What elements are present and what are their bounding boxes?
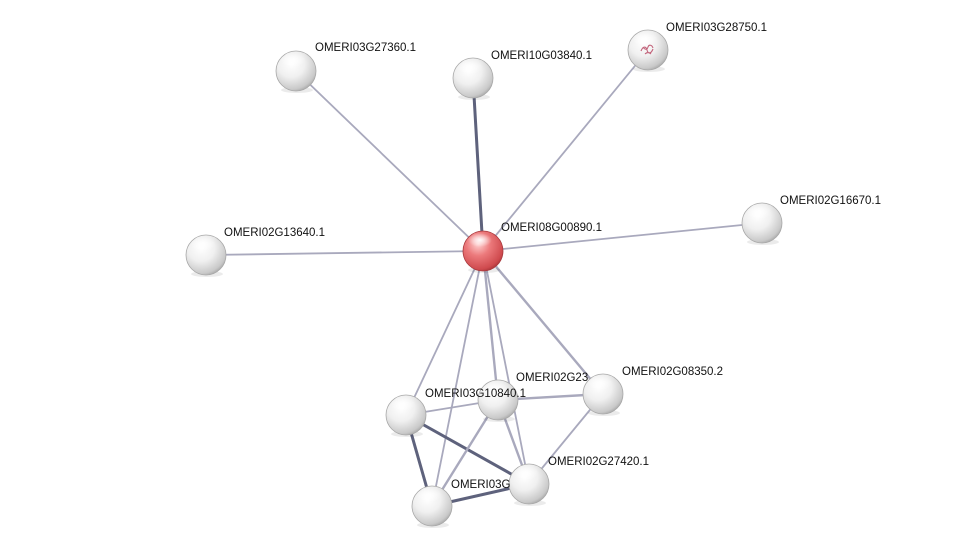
edge-omeri08g00890-1-to-omeri03gxxxxx-1[interactable]	[431, 250, 484, 507]
node-label-omeri02g16670-1: OMERI02G16670.1	[780, 195, 881, 207]
node-omeri03g27360-1[interactable]	[275, 50, 317, 93]
node-omeri02g16670-1[interactable]	[741, 202, 783, 245]
edge-omeri08g00890-1-to-omeri10g03840-1[interactable]	[471, 76, 485, 253]
edge-omeri08g00890-1-to-omeri02g27420-1[interactable]	[482, 250, 530, 485]
node-label-omeri02g13640-1: OMERI02G13640.1	[224, 227, 325, 239]
node-label-omeri02g08350-2: OMERI02G08350.2	[622, 366, 723, 378]
node-omeri03g10840-1[interactable]	[385, 394, 427, 437]
node-label-omeri02g23xxx-1: OMERI02G23	[516, 372, 588, 384]
edges-layer	[205, 49, 763, 508]
node-label-omeri03g27360-1: OMERI03G27360.1	[315, 42, 416, 54]
node-omeri03gxxxxx-1[interactable]	[411, 485, 453, 528]
protein-structure-icon	[640, 44, 654, 55]
node-omeri02g13640-1[interactable]	[185, 234, 227, 277]
edge-omeri08g00890-1-to-omeri03g10840-1[interactable]	[405, 250, 484, 416]
labels-layer: OMERI08G00890.1 OMERI03G27360.1OMERI10G03…	[224, 22, 881, 491]
edge-omeri08g00890-1-to-omeri02g16670-1[interactable]	[482, 222, 763, 252]
edge-omeri08g00890-1-to-omeri02g08350-2[interactable]	[481, 249, 605, 396]
node-omeri03g28750-1[interactable]	[627, 29, 669, 72]
node-omeri02g27420-1[interactable]	[508, 463, 550, 506]
edge-omeri08g00890-1-to-omeri03g28750-1[interactable]	[482, 49, 649, 252]
node-omeri02g08350-2[interactable]	[582, 373, 624, 416]
node-label-omeri03g10840-1: OMERI03G10840.1	[425, 388, 526, 400]
node-label-omeri10g03840-1: OMERI10G03840.1	[491, 50, 592, 62]
node-omeri02g23xxx-1[interactable]	[477, 379, 519, 422]
edge-omeri08g00890-1-to-omeri03g27360-1[interactable]	[295, 70, 484, 252]
node-label-omeri08g00890-1: OMERI08G00890.1	[501, 222, 602, 234]
edge-omeri02g23xxx-1-to-omeri03gxxxxx-1[interactable]	[430, 398, 500, 508]
node-label-omeri02g27420-1: OMERI02G27420.1	[548, 456, 649, 468]
node-label-omeri03g28750-1: OMERI03G28750.1	[666, 22, 767, 34]
nodes-layer	[185, 29, 783, 528]
edge-omeri08g00890-1-to-omeri02g13640-1[interactable]	[205, 250, 484, 256]
node-omeri08g00890-1[interactable]	[462, 230, 504, 273]
node-label-omeri03gxxxxx-1: OMERI03G	[451, 479, 510, 491]
edge-omeri08g00890-1-to-omeri02g23xxx-1[interactable]	[481, 249, 500, 402]
node-omeri10g03840-1[interactable]	[452, 57, 494, 100]
